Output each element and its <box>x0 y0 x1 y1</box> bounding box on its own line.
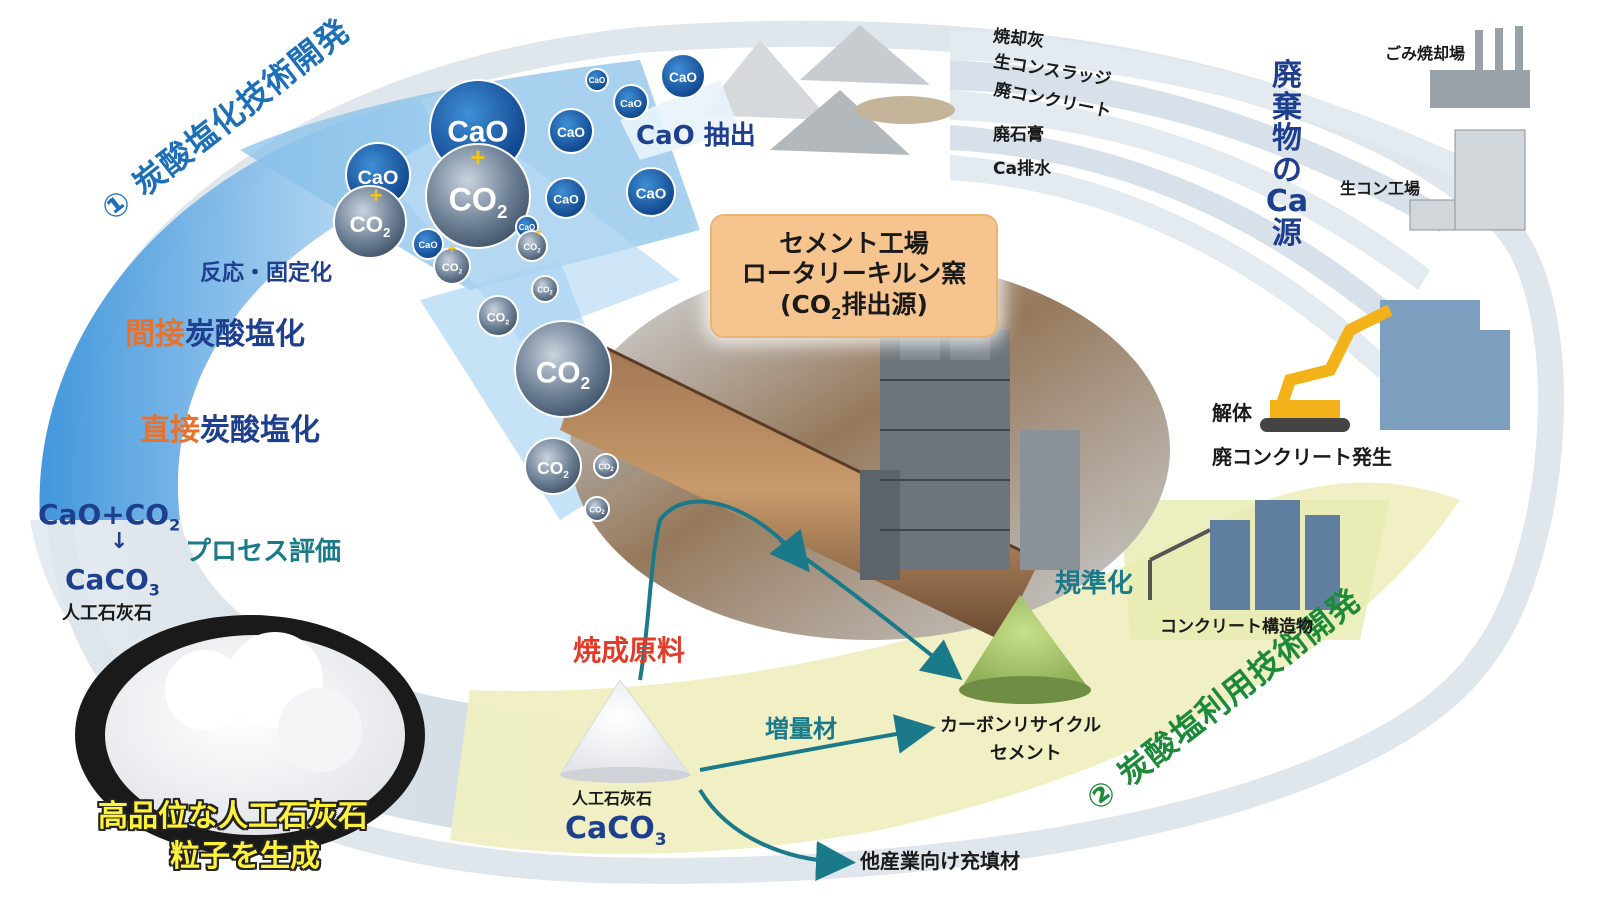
caco3-center: CaCO3 <box>565 812 667 850</box>
waste-item-waste-gypsum: 廃石膏 <box>993 125 1044 145</box>
bubble-co2-large: CO2 <box>425 143 531 249</box>
bubble-co2-tiny-1-label: CO2 <box>537 286 553 297</box>
indirect-prefix: 間接 <box>125 317 185 352</box>
caco3-center-text: CaCO <box>565 811 655 846</box>
concrete-plant-label: 生コン工場 <box>1340 179 1421 198</box>
bubble-co2-tiny-2: CO2 <box>593 453 619 479</box>
bubble-co2-small-2-label: CO2 <box>523 242 541 254</box>
plus-sign-large: + <box>470 142 485 172</box>
bubble-co2-large-2: CO2 <box>514 320 612 418</box>
plus-sign-small-1: + <box>448 240 456 256</box>
bubble-co2-small-2: CO2 <box>516 230 548 262</box>
standardization-label: 規準化 <box>1055 569 1134 599</box>
waste-concrete-generated-label: 廃コンクリート発生 <box>1212 445 1392 469</box>
artificial-limestone-center: 人工石灰石 <box>572 789 653 808</box>
indirect-carbonation-label: 間接炭酸塩化 <box>125 318 305 351</box>
reaction-fixation-label: 反応・固定化 <box>200 261 333 286</box>
firing-material-label: 焼成原料 <box>573 634 686 667</box>
bubble-cao-small-3-label: CaO <box>557 125 585 140</box>
bubble-cao-small-2-label: CaO <box>620 98 642 110</box>
bubble-cao-tiny-2: CaO <box>412 228 444 260</box>
bubble-cao-small-4: CaO <box>626 167 676 217</box>
bubble-cao-small-5: CaO <box>545 177 587 219</box>
equation-bottom-text: CaCO <box>65 563 149 596</box>
carbon-recycle-line-2: セメント <box>990 743 1062 764</box>
incineration-plant-label: ごみ焼却場 <box>1385 44 1466 63</box>
waste-ca-source-title: 廃 棄 物 の Ca 源 <box>1262 60 1312 249</box>
powder-caption-2: 粒子を生成 <box>170 839 320 874</box>
bubble-co2-small-3: CO2 <box>477 295 519 337</box>
kiln-line-1: セメント工場 <box>779 228 929 258</box>
vtitle-char-4: の <box>1272 152 1302 188</box>
powder-caption-1: 高品位な人工石灰石 <box>98 799 368 834</box>
equation-bottom: CaCO3 <box>65 563 160 600</box>
bubble-cao-small-1-label: CaO <box>669 70 697 85</box>
bubble-cao-small-1: CaO <box>660 53 706 99</box>
kiln-line-3-sub: 2 <box>831 304 842 323</box>
vtitle-char-2: 棄 <box>1272 89 1302 125</box>
indirect-suffix: 炭酸塩化 <box>185 317 305 352</box>
bubble-co2-small-3-label: CO2 <box>487 311 510 327</box>
bubble-cao-tiny-1-label: CaO <box>589 76 605 85</box>
plus-sign-small-2: + <box>535 225 542 239</box>
bubble-cao-tiny-2-label: CaO <box>418 240 437 250</box>
bubble-co2-tiny-1: CO2 <box>531 275 559 303</box>
vtitle-char-3: 物 <box>1272 121 1302 156</box>
direct-suffix: 炭酸塩化 <box>200 413 320 448</box>
bubble-cao-small-2: CaO <box>613 84 649 120</box>
bubble-co2-mid: CO2 <box>333 185 407 259</box>
bubble-cao-tiny-3-label: CaO <box>519 223 535 232</box>
equation-top-text: CaO+CO <box>38 498 170 531</box>
kiln-line-3: (CO2排出源) <box>780 290 928 323</box>
bubble-co2-small-1-label: CO2 <box>442 262 463 276</box>
kiln-line-3-pre: (CO <box>780 289 832 319</box>
waste-item-ca-wastewater: Ca排水 <box>993 159 1051 179</box>
cao-extraction-label: CaO 抽出 <box>636 121 756 151</box>
bubble-co2-tiny-3-label: CO2 <box>589 505 605 516</box>
concrete-structure-label: コンクリート構造物 <box>1160 617 1313 637</box>
equation-top-sub: 2 <box>169 515 181 535</box>
process-evaluation-label: プロセス評価 <box>185 537 342 567</box>
equation-arrow: ↓ <box>110 529 129 554</box>
artificial-limestone-left: 人工石灰石 <box>62 603 152 624</box>
bubble-co2-large-2-label: CO2 <box>536 356 590 393</box>
caco3-center-sub: 3 <box>654 830 667 850</box>
bubble-cao-small-5-label: CaO <box>553 193 579 207</box>
bubble-co2-tiny-2-label: CO2 <box>598 462 614 473</box>
carbon-recycle-line-1: カーボンリサイクル <box>940 715 1102 736</box>
bubble-co2-small-4: CO2 <box>524 437 582 495</box>
kiln-emission-source-box: セメント工場 ロータリーキルン窯 (CO2排出源) <box>710 214 998 338</box>
vtitle-char-5: Ca <box>1265 184 1309 219</box>
bubble-cao-small-3: CaO <box>548 108 594 154</box>
bubble-co2-small-4-label: CO2 <box>537 458 569 481</box>
equation-top: CaO+CO2 <box>38 498 181 535</box>
bubble-cao-large-label: CaO <box>447 115 508 148</box>
direct-prefix: 直接 <box>140 413 200 448</box>
kiln-line-3-post: 排出源) <box>841 289 928 319</box>
bubble-co2-small-1: CO2 <box>433 247 471 285</box>
vtitle-char-1: 廃 <box>1272 58 1302 93</box>
bubble-co2-tiny-3: CO2 <box>584 496 610 522</box>
demolition-label: 解体 <box>1212 401 1252 425</box>
filler-label: 他産業向け充填材 <box>860 849 1020 873</box>
bubble-cao-small-4-label: CaO <box>636 187 667 203</box>
direct-carbonation-label: 直接炭酸塩化 <box>140 414 320 447</box>
kiln-line-2: ロータリーキルン窯 <box>741 259 967 289</box>
plus-sign-mid: + <box>370 183 383 208</box>
vtitle-char-6: 源 <box>1272 215 1302 251</box>
extender-label: 増量材 <box>765 715 837 743</box>
bubble-cao-tiny-1: CaO <box>585 68 609 92</box>
bubble-cao-mid-label: CaO <box>358 167 399 189</box>
equation-bottom-sub: 3 <box>148 580 160 600</box>
